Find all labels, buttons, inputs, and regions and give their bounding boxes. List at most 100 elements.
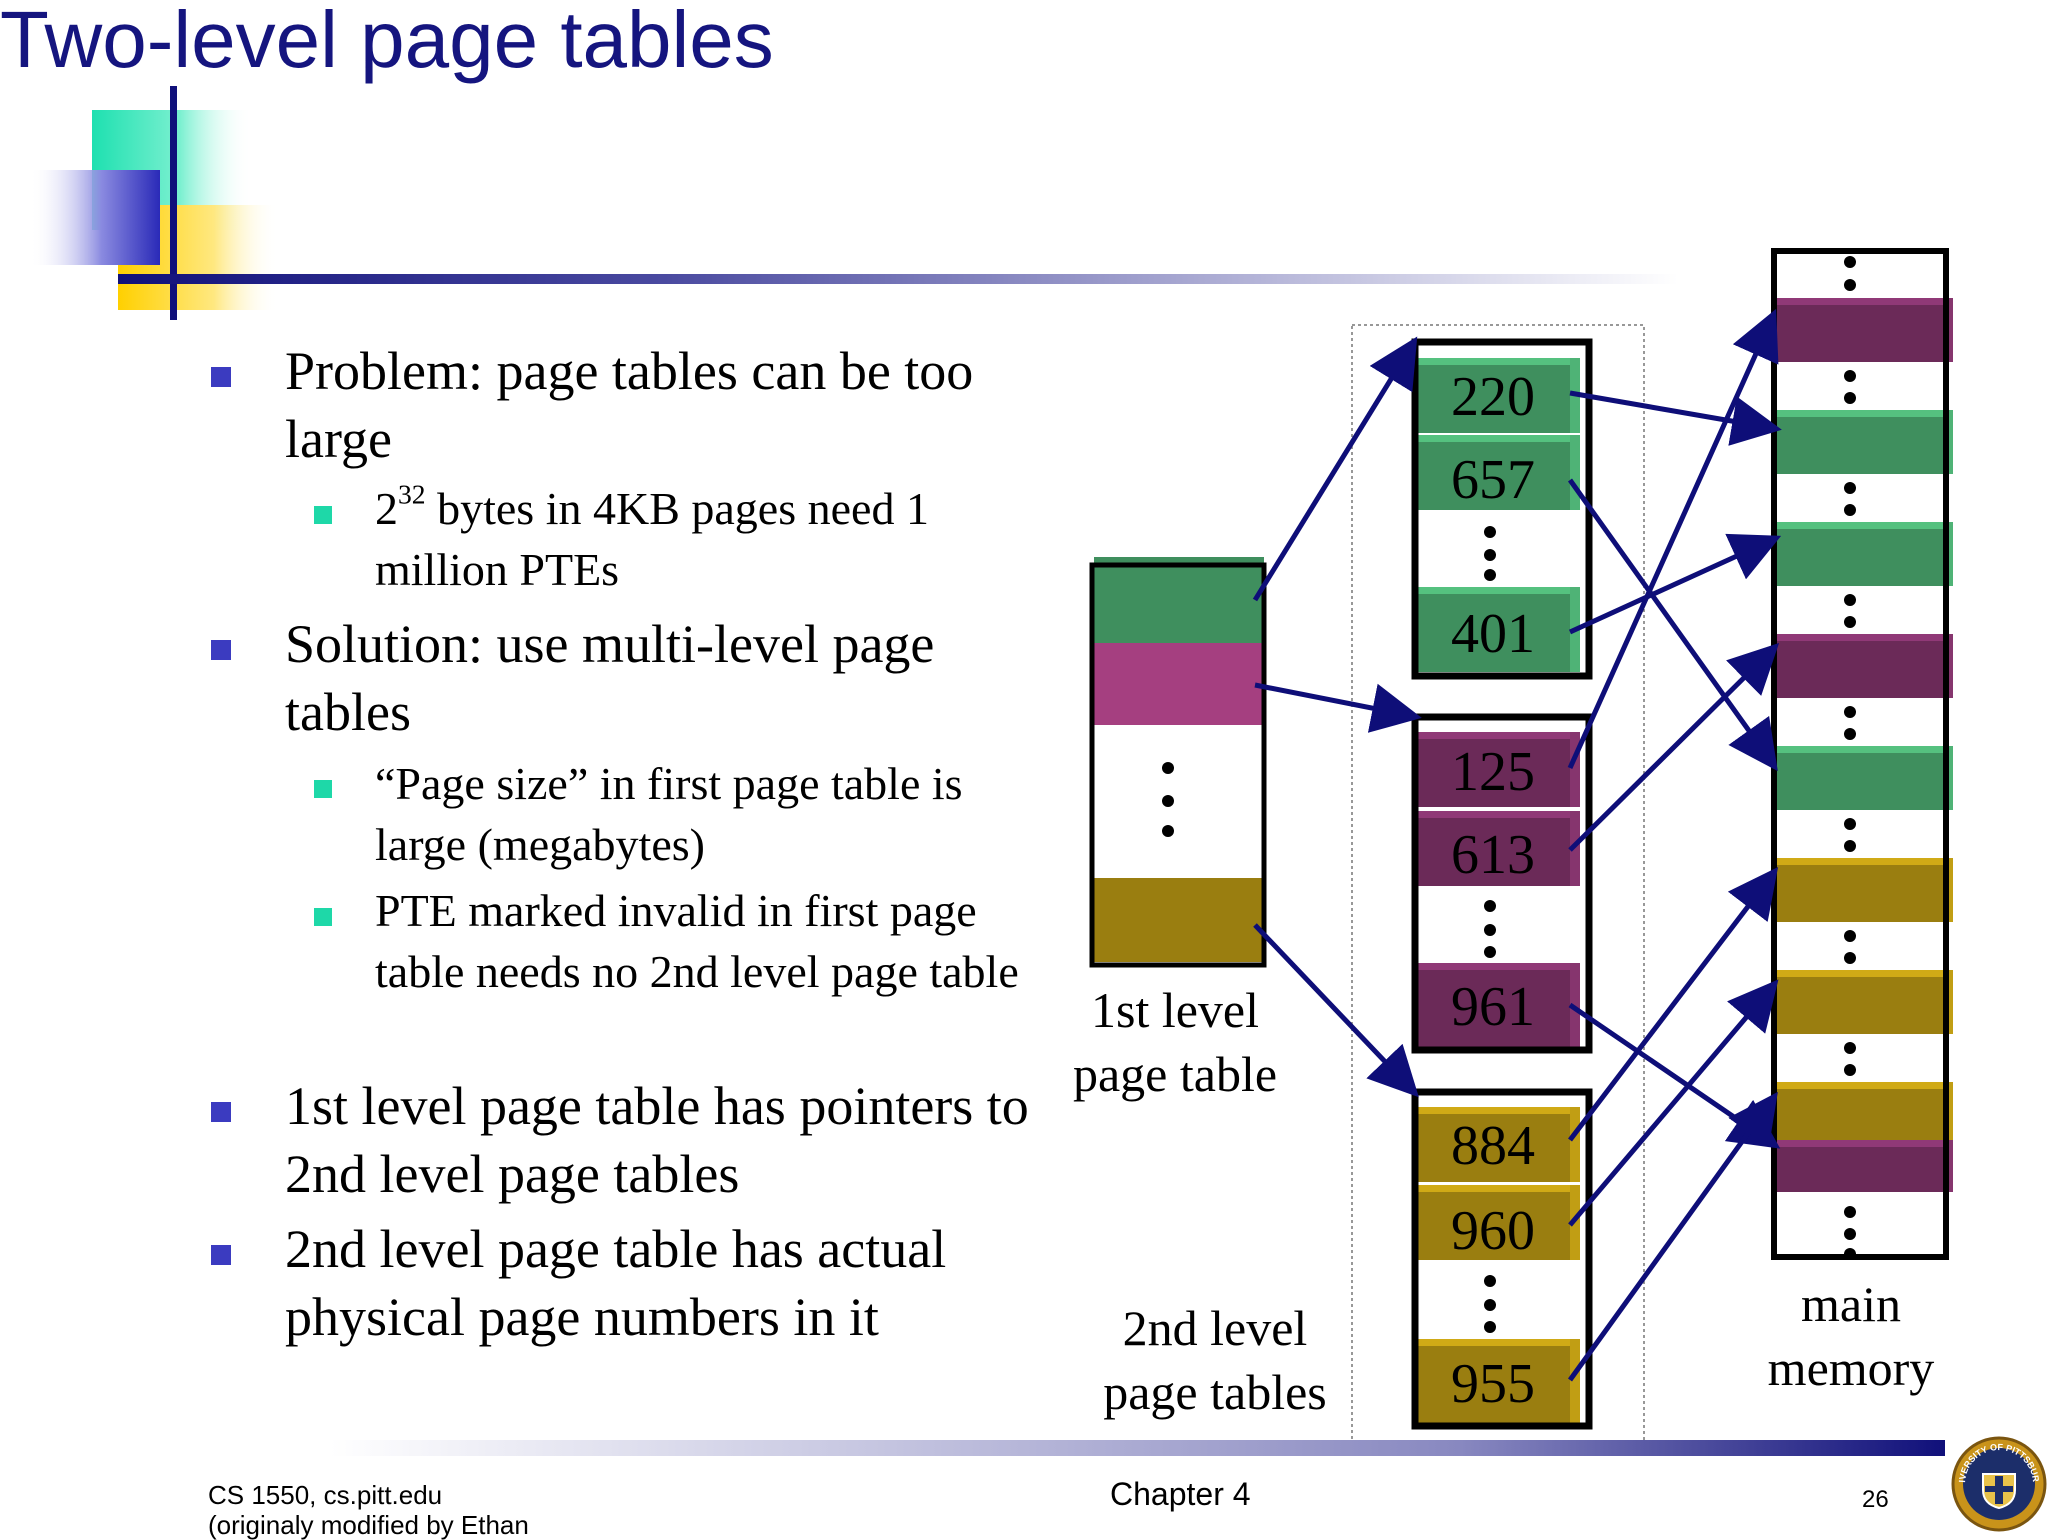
second-level-entry-125 [1418, 732, 1580, 807]
ellipsis-dot [1844, 594, 1856, 606]
pointer-arrow [1252, 336, 1418, 602]
memory-frame-purple [1777, 634, 1953, 698]
corner-squares-decoration [30, 86, 278, 320]
sub-bullet-rest: bytes in 4KB pages need 1 million PTEs [375, 483, 929, 595]
ellipsis-dot [1484, 1299, 1496, 1311]
footer-note: (originaly modified by Ethan [208, 1510, 529, 1540]
ellipsis-dot [1162, 762, 1174, 774]
ellipsis-dot [1844, 1042, 1856, 1054]
memory-frame-olive [1777, 1082, 1953, 1146]
ellipsis-dot [1844, 706, 1856, 718]
entry-number: 960 [1451, 1200, 1535, 1262]
second-level-entry-960 [1418, 1185, 1580, 1260]
first-level-entry-green [1094, 557, 1264, 645]
pointer-arrows [1252, 308, 1782, 1382]
ellipsis-dot [1484, 549, 1496, 561]
first-level-entry-magenta [1094, 643, 1264, 725]
ellipsis-dot [1484, 569, 1496, 581]
sub-bullet-square-icon [314, 908, 332, 926]
second-level-frame [1351, 324, 1645, 1446]
entry-number: 961 [1451, 976, 1535, 1038]
memory-frame-green [1777, 410, 1953, 474]
second-level-entry-955 [1418, 1339, 1580, 1424]
first-level-page-table [1089, 557, 1267, 968]
footer-page-number: 26 [1862, 1486, 1889, 1513]
first-level-label: 1st level page table [1072, 982, 1278, 1102]
sub-bullet-invalid-pte: PTE marked invalid in first page table n… [375, 885, 1019, 997]
pointer-arrow [1253, 923, 1419, 1098]
first-level-entry-olive [1094, 878, 1264, 962]
ellipsis-dot [1844, 930, 1856, 942]
entry-number: 657 [1451, 449, 1535, 511]
sub-bullet-pte-count: 232 bytes in 4KB pages need 1 million PT… [375, 478, 1055, 600]
ellipsis-dot [1162, 795, 1174, 807]
ellipsis-dot [1844, 504, 1856, 516]
bullet-problem: Problem: page tables can be too large [285, 341, 974, 469]
sub-bullet-square-icon [314, 506, 332, 524]
memory-frame-purple [1777, 1140, 1953, 1192]
bullet-square-icon [211, 640, 231, 660]
ellipsis-dot [1484, 924, 1496, 936]
memory-frame-green [1777, 746, 1953, 810]
ellipsis-dot [1844, 279, 1856, 291]
ellipsis-dot [1844, 728, 1856, 740]
power-exponent: 32 [398, 478, 426, 510]
ellipsis-dot [1844, 1228, 1856, 1240]
ellipsis-dot [1844, 1206, 1856, 1218]
entry-number: 955 [1451, 1353, 1535, 1415]
first-level-table-border [1089, 562, 1267, 968]
ellipsis-dot [1844, 370, 1856, 382]
bullet-square-icon [211, 367, 231, 387]
second-level-label: 2nd level page tables [1103, 1300, 1327, 1420]
ellipsis-dot [1844, 1064, 1856, 1076]
sub-bullet-square-icon [314, 780, 332, 798]
title-underline [118, 274, 1678, 284]
slide-title: Two-level page tables [0, 0, 774, 84]
footer-rule [330, 1440, 1945, 1456]
main-memory [1771, 248, 1953, 1260]
bullet-second-level: 2nd level page table has actual physical… [285, 1219, 947, 1347]
bullet-square-icon [211, 1245, 231, 1265]
memory-frame-green [1777, 522, 1953, 586]
entry-number: 220 [1451, 366, 1535, 428]
entry-number: 884 [1451, 1115, 1535, 1177]
footer-chapter: Chapter 4 [1110, 1476, 1251, 1512]
ellipsis-dot [1484, 1321, 1496, 1333]
pointer-arrow [1254, 682, 1422, 733]
bullet-solution: Solution: use multi-level page tables [285, 614, 935, 742]
ellipsis-dot [1162, 825, 1174, 837]
second-level-table-2: 125 613 961 [1411, 713, 1593, 1054]
ellipsis-dot [1484, 946, 1496, 958]
sub-bullet-page-size: “Page size” in first page table is large… [375, 758, 963, 870]
ellipsis-dot [1844, 256, 1856, 268]
ellipsis-dot [1844, 840, 1856, 852]
pointer-arrow [1568, 533, 1782, 635]
ellipsis-dot [1844, 818, 1856, 830]
pointer-arrow [1567, 1091, 1778, 1382]
ellipsis-dot [1484, 526, 1496, 538]
second-level-table-border [1411, 713, 1593, 1054]
pointer-arrow [1568, 642, 1780, 852]
second-level-entry-884 [1418, 1107, 1580, 1182]
second-level-table-1: 220 657 401 [1411, 338, 1593, 680]
memory-frame-olive [1777, 970, 1953, 1034]
pointer-arrow [1567, 478, 1778, 772]
pointer-arrow [1569, 390, 1782, 446]
pointer-arrow [1567, 308, 1779, 770]
entry-number: 401 [1451, 603, 1535, 665]
pointer-arrow [1568, 867, 1779, 1142]
entry-number: 125 [1451, 741, 1535, 803]
pointer-arrow [1568, 979, 1779, 1227]
memory-frame-olive [1777, 858, 1953, 922]
second-level-entry-657 [1418, 435, 1580, 510]
ellipsis-dot [1844, 952, 1856, 964]
power-base: 2 [375, 483, 398, 534]
second-level-page-tables: 220 657 401 125 613 961 884 960 955 [1411, 338, 1593, 1430]
university-seal-icon: UNIVERSITY OF PITTSBURGH [1951, 1436, 2047, 1532]
second-level-table-border [1411, 1088, 1593, 1430]
entry-number: 613 [1451, 824, 1535, 886]
ellipsis-dot [1484, 1275, 1496, 1287]
bullet-first-level: 1st level page table has pointers to 2nd… [285, 1076, 1029, 1204]
memory-label: main memory [1767, 1276, 1935, 1396]
